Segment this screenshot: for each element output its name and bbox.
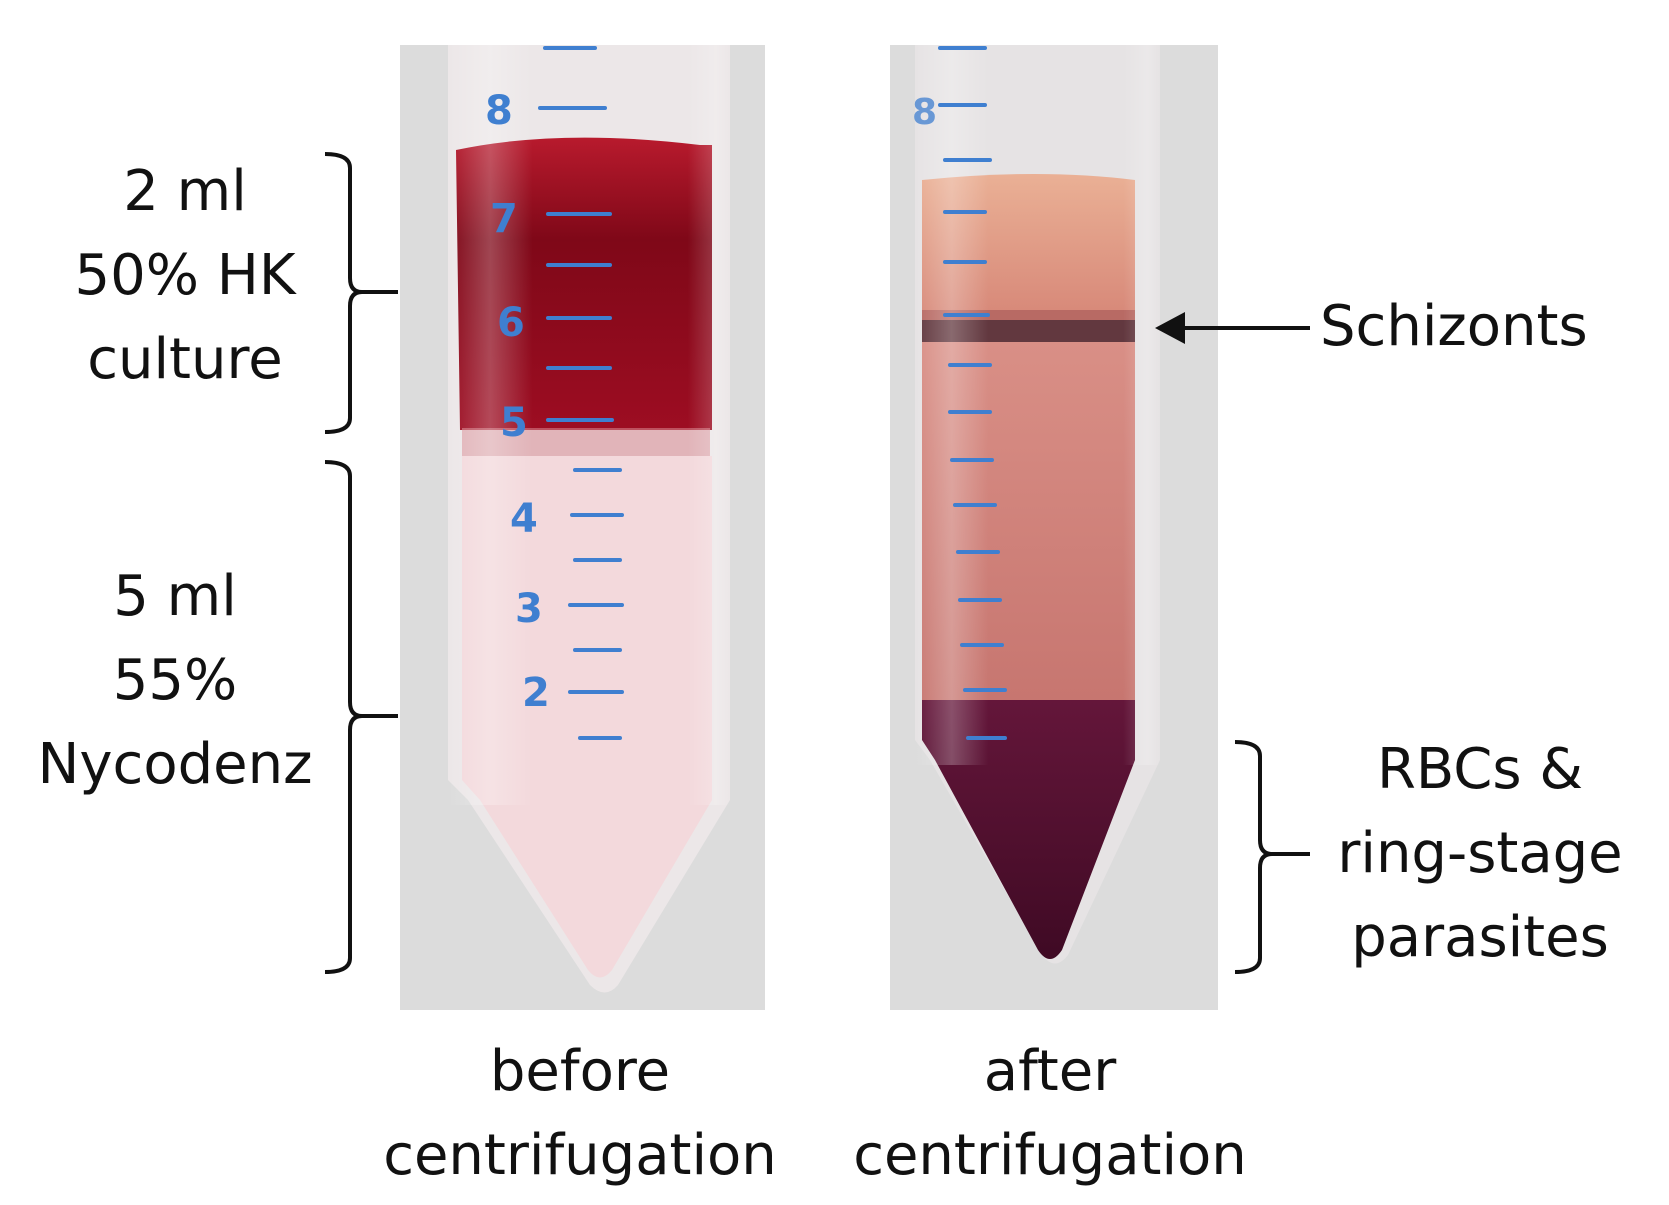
scale-number-3: 3 [515, 586, 543, 632]
label-nycodenz-concentration: 55% [112, 648, 238, 713]
scale-number-4: 4 [510, 496, 538, 542]
scale-number-8: 8 [485, 88, 513, 134]
arrow-schizonts-head [1155, 312, 1185, 344]
photo-after-centrifugation: 8 [890, 45, 1218, 1010]
scale-marks [538, 46, 624, 740]
label-nycodenz: 5 ml 55% Nycodenz [15, 555, 335, 807]
caption-after: after centrifugation [830, 1030, 1270, 1198]
label-culture: 2 ml 50% HK culture [45, 150, 325, 402]
scale-number-6: 6 [497, 300, 525, 346]
scale-number-5: 5 [500, 400, 528, 446]
annotation-lines [324, 152, 1310, 974]
photo-before-centrifugation: 8 7 6 5 4 3 2 [400, 45, 765, 1010]
scale-number-7: 7 [490, 196, 518, 242]
scale-number-2: 2 [522, 670, 550, 716]
tube-shine [915, 45, 1160, 765]
caption-before-line2: centrifugation [383, 1123, 777, 1188]
bracket-pellet [1234, 740, 1310, 974]
caption-before-line1: before [489, 1039, 671, 1104]
scale-numbers: 8 7 6 5 4 3 2 [485, 88, 550, 716]
label-culture-volume: 2 ml [123, 159, 247, 224]
label-pellet-line1: RBCs & [1376, 737, 1584, 802]
label-culture-name: culture [87, 327, 283, 392]
caption-before: before centrifugation [365, 1030, 795, 1198]
caption-after-line1: after [983, 1039, 1117, 1104]
label-pellet-line3: parasites [1351, 905, 1609, 970]
label-nycodenz-name: Nycodenz [37, 732, 313, 797]
bracket-culture [324, 152, 398, 434]
scale-marks [938, 46, 1007, 740]
tube-shine [448, 45, 730, 805]
label-pellet: RBCs & ring-stage parasites [1310, 728, 1650, 980]
bracket-nycodenz [324, 460, 398, 974]
scale-number-8: 8 [912, 92, 937, 133]
label-culture-concentration: 50% HK [74, 243, 296, 308]
label-nycodenz-volume: 5 ml [113, 564, 237, 629]
label-schizonts: Schizonts [1320, 294, 1588, 359]
caption-after-line2: centrifugation [853, 1123, 1247, 1188]
label-pellet-line2: ring-stage [1337, 821, 1623, 886]
